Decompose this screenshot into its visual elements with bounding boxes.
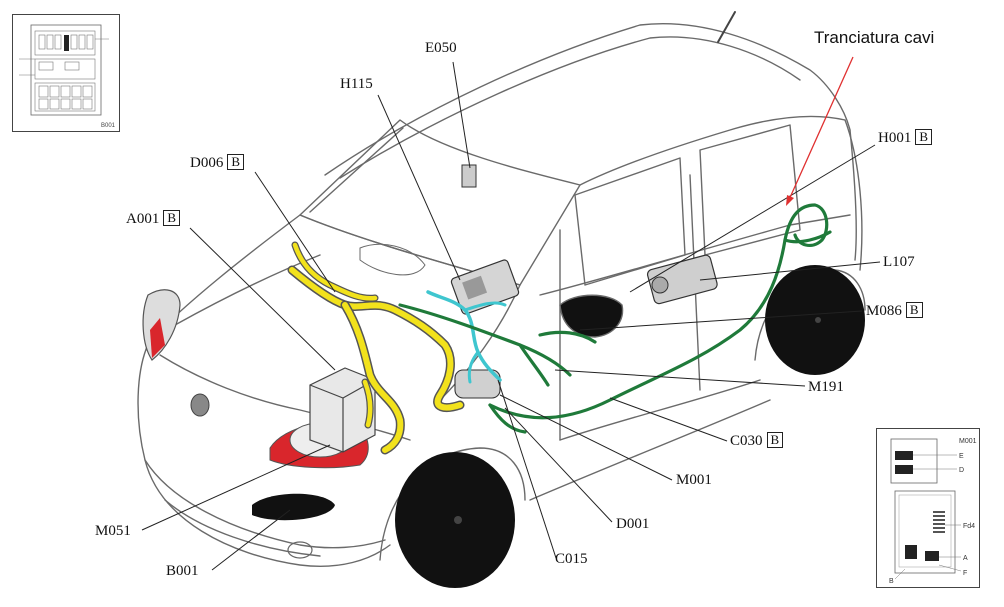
starter-motor (454, 369, 501, 399)
cable-cut-arrow (786, 56, 854, 206)
callout-m001: M001 (676, 472, 712, 489)
inset-fuse-box: B001 (12, 14, 120, 132)
inset-module-label: M001 (959, 438, 977, 445)
callout-badge: B (905, 302, 923, 318)
callout-b001: B001 (166, 563, 199, 580)
marker-e: E (959, 453, 964, 460)
callout-badge: B (766, 432, 784, 448)
callout-code: E050 (425, 40, 457, 56)
sensor-e050 (461, 164, 477, 188)
callout-code: B001 (166, 563, 199, 579)
marker-b: B (889, 578, 894, 585)
callout-code: D006 (190, 155, 224, 171)
callout-code: M191 (808, 379, 844, 395)
callout-c015: C015 (555, 551, 588, 568)
callout-l107: L107 (883, 254, 915, 271)
callout-code: M001 (676, 472, 712, 488)
callout-code: M051 (95, 523, 131, 539)
callout-code: H001 (878, 130, 912, 146)
fuse-box-drawing (19, 24, 109, 116)
callout-badge: B (163, 210, 181, 226)
marker-a: A (963, 555, 968, 562)
harness-green (398, 203, 832, 434)
marker-fd4: Fd4 (963, 523, 975, 530)
module-connector-drawing: M001 E D Fd4 A F B (889, 438, 977, 585)
callout-d001: D001 (616, 516, 649, 533)
inset-module-connector: M001 E D Fd4 A F B (876, 428, 980, 588)
harness-cyan (426, 290, 507, 384)
callout-code: D001 (616, 516, 650, 532)
callout-e050: E050 (425, 40, 457, 57)
inset-fuse-box-label: B001 (100, 123, 115, 129)
cable-cut-annotation: Tranciatura cavi (814, 28, 935, 47)
callout-code: C015 (555, 551, 588, 567)
callout-code: C030 (730, 433, 763, 449)
marker-d: D (959, 467, 964, 474)
callout-code: L107 (883, 254, 915, 270)
callout-m051: M051 (95, 523, 131, 540)
engine-ecu-unit (450, 259, 520, 315)
abs-modulator (646, 254, 718, 305)
callout-code: A001 (126, 211, 160, 227)
callout-code: M086 (866, 303, 902, 319)
callout-h115: H115 (340, 76, 373, 93)
callout-m191: M191 (808, 379, 844, 396)
callout-code: H115 (340, 76, 373, 92)
harness-yellow (287, 241, 465, 455)
callout-badge: B (915, 129, 933, 145)
lower-grille (190, 393, 335, 559)
leader-lines (141, 61, 881, 571)
headlamp (142, 289, 181, 361)
marker-f: F (963, 570, 967, 577)
callout-badge: B (227, 154, 245, 170)
